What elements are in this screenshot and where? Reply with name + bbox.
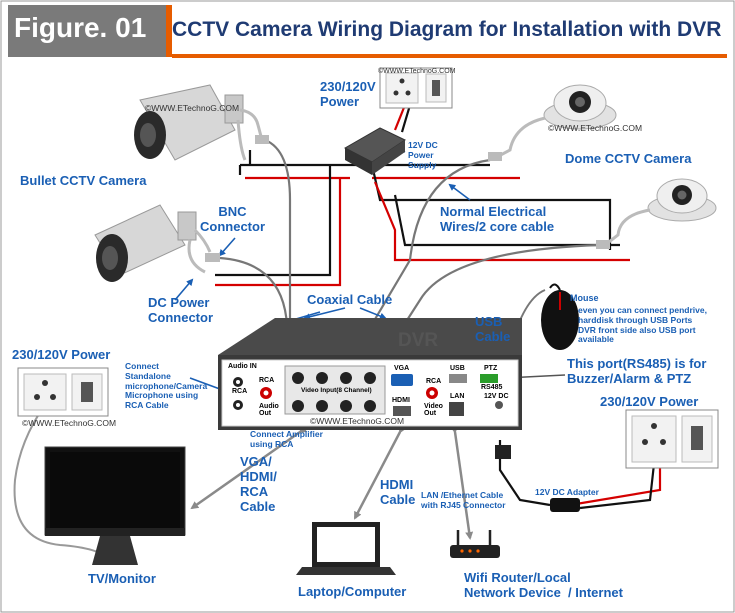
tv-monitor	[44, 446, 186, 565]
left-power-cable	[13, 404, 111, 561]
psu-input-black	[400, 104, 412, 133]
label-tv-monitor: TV/Monitor	[88, 571, 156, 586]
black-wire-down	[238, 150, 252, 175]
ptr-bnc	[218, 237, 236, 257]
dome-camera-2	[596, 178, 717, 249]
label-bnc-connector: BNC Connector	[200, 204, 265, 234]
port-hdmi: HDMI	[392, 397, 410, 404]
port-video-input: Video Input(8 Channel)	[301, 387, 372, 394]
coax-4	[374, 243, 601, 371]
label-mouse: Mouse	[570, 293, 599, 303]
port-vga: VGA	[394, 365, 410, 372]
watermark-1: ©WWW.ETechnoG.COM	[145, 103, 240, 113]
figure-badge	[8, 5, 172, 57]
label-rs485-note: This port(RS485) is for Buzzer/Alarm & P…	[567, 356, 707, 386]
arrow-tv	[190, 425, 308, 510]
label-power-right: 230/120V Power	[600, 394, 699, 409]
coax-cables	[219, 138, 601, 371]
port-audio-in: Audio IN	[228, 363, 257, 370]
red-wire-right	[373, 181, 630, 262]
label-router: Wifi Router/Local Network Device / Inter…	[464, 570, 623, 600]
label-mic-note: Connect Standalone microphone/Camera Mic…	[125, 361, 208, 411]
laptop	[296, 522, 396, 575]
right-power-black	[579, 454, 657, 510]
device-arrows	[190, 424, 474, 540]
dvr-name: DVR	[398, 330, 439, 351]
label-bullet-camera: Bullet CCTV Camera	[20, 173, 147, 188]
label-usb-cable: USB Cable	[475, 314, 511, 344]
ptr-coax2	[359, 307, 387, 320]
label-laptop: Laptop/Computer	[298, 584, 407, 599]
ptr-dc	[174, 278, 194, 301]
watermark-3: ©WWW.ETechnoG.COM	[548, 123, 643, 133]
label-amp-note: Connect Amplifier using RCA	[250, 429, 323, 449]
label-power-supply: 12V DC Power Supply	[408, 140, 438, 170]
dome-camera-1	[488, 84, 617, 161]
port-rca-out: RCA	[259, 377, 275, 384]
port-rs485: RS485	[481, 384, 503, 391]
ptr-elec	[448, 183, 471, 201]
black-wire-vertical	[215, 165, 332, 277]
watermark-5: ©WWW.ETechnoG.COM	[310, 416, 405, 426]
socket-top	[379, 67, 453, 109]
socket-left	[17, 367, 109, 417]
title-underline	[172, 54, 727, 58]
watermark-4: ©WWW.ETechnoG.COM	[22, 418, 117, 428]
label-mouse-note: even you can connect pendrive, harddisk …	[578, 305, 707, 345]
power-supply-box	[343, 127, 407, 175]
port-usb: USB	[450, 365, 465, 372]
port-video-out: Video Out	[424, 403, 443, 418]
port-12v-dc: 12V DC	[484, 393, 509, 400]
port-audio-out: Audio Out	[259, 403, 279, 418]
coax-2	[219, 256, 297, 371]
psu-input-red	[393, 104, 407, 131]
port-lan: LAN	[450, 393, 465, 400]
label-dc-adapter: 12V DC Adapter	[535, 487, 599, 497]
label-electrical-wires: Normal Electrical Wires/2 core cable	[440, 204, 555, 234]
bullet-camera-2	[94, 204, 220, 282]
port-rca-video: RCA	[426, 378, 442, 385]
socket-right	[625, 409, 719, 469]
label-dome-camera: Dome CCTV Camera	[565, 151, 692, 166]
black-wire-right2	[393, 194, 620, 247]
watermark-2: ©WWW.ETechnoG.COM	[378, 68, 456, 75]
port-ptz: PTZ	[484, 365, 498, 372]
figure-label: Figure. 01	[14, 12, 147, 43]
dvr-box	[218, 318, 522, 430]
label-vga-hdmi-cable: VGA/ HDMI/ RCA Cable	[240, 454, 277, 514]
label-power-left: 230/120V Power	[12, 347, 111, 362]
label-lan-cable: LAN /Ethernet Cable with RJ45 Connector	[421, 490, 506, 510]
label-power-top: 230/120V Power	[320, 79, 376, 109]
coax-3	[344, 158, 491, 371]
arrow-router	[450, 425, 474, 540]
arrow-laptop	[353, 424, 407, 520]
label-hdmi-cable: HDMI Cable	[380, 477, 416, 507]
coax-1	[264, 138, 292, 370]
label-dc-power-connector: DC Power Connector	[148, 295, 213, 325]
ptr-coax1	[303, 307, 346, 321]
bullet-camera-1	[134, 84, 269, 161]
wifi-router	[450, 530, 500, 558]
label-coaxial-cable: Coaxial Cable	[307, 292, 393, 307]
port-rca-in: RCA	[232, 388, 248, 395]
red-wire-vertical	[215, 178, 342, 287]
page-title: CCTV Camera Wiring Diagram for Installat…	[172, 18, 722, 41]
dc-adapter	[495, 445, 580, 512]
